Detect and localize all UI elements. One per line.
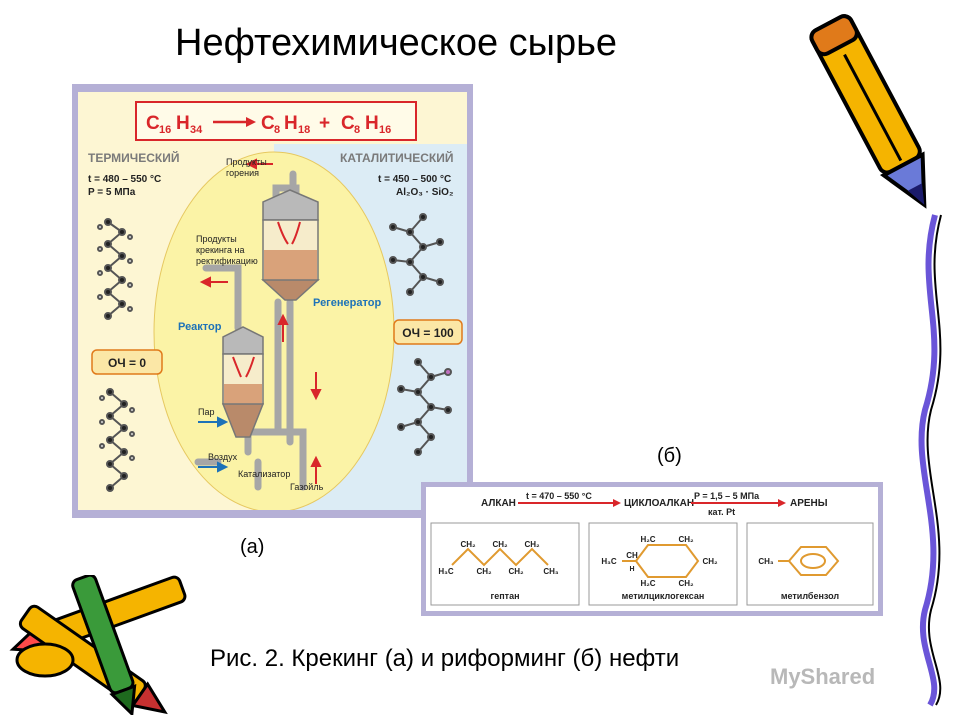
mch-sub-h: H	[629, 566, 634, 573]
pencils-icon-bottom-left	[9, 575, 187, 715]
eq-reactant-c: C	[146, 113, 160, 134]
heptane-bottom-2: CH₂	[476, 567, 492, 576]
thermal-temp: t = 480 – 550 °C	[88, 174, 161, 185]
eq-reactant-c-sub: 16	[159, 124, 171, 136]
toluene-name: метилбензол	[781, 591, 840, 601]
eq-product1-c: C	[261, 113, 275, 134]
mch-mid-right: CH₂	[702, 557, 718, 566]
label-products-1: Продукты	[196, 234, 237, 244]
toluene-ch3: CH₃	[758, 557, 774, 566]
heptane-bottom-4: CH₃	[543, 567, 559, 576]
label-catalyst: Катализатор	[238, 469, 290, 479]
label-combustion-1: Продукты	[226, 157, 267, 167]
watermark-text: MyShared	[770, 664, 876, 689]
label-reactor: Реактор	[178, 321, 222, 333]
eq-product2-h-sub: 16	[379, 124, 391, 136]
reform-arenes: АРЕНЫ	[790, 498, 828, 509]
mch-top-2: CH₂	[678, 535, 694, 544]
mch-bottom-2: CH₂	[678, 579, 694, 588]
eq-product1-h-sub: 18	[298, 124, 310, 136]
mch-name: метилциклогексан	[622, 591, 705, 601]
pencil-icon-top-right	[809, 14, 927, 209]
eq-product2-c-sub: 8	[354, 124, 360, 136]
eq-product1-c-sub: 8	[274, 124, 280, 136]
heptane-name: гептан	[490, 591, 519, 601]
molecule-branched-right-top	[389, 213, 444, 296]
thermal-octane: ОЧ = 0	[108, 356, 146, 370]
label-combustion-2: горения	[226, 168, 259, 178]
flow-arrows	[199, 158, 322, 484]
heptane-top-1: CH₂	[460, 540, 476, 549]
cracking-diagram-frame: C 16 H 34 C 8 H 18 + C 8 H 16 ТЕРМИЧЕСКИ…	[72, 84, 473, 518]
molecule-branched-right-bottom	[397, 358, 452, 456]
reform-step2-cat: кат. Pt	[708, 507, 735, 517]
mch-bottom-1: H₂C	[640, 579, 655, 588]
mch-mid-left-1: H₃C	[601, 557, 616, 566]
label-steam: Пар	[198, 407, 214, 417]
reform-step1: t = 470 – 550 °C	[526, 491, 592, 501]
eq-reactant-h-sub: 34	[190, 124, 203, 136]
eq-reactant-h: H	[176, 113, 190, 134]
label-b: (б)	[657, 445, 682, 467]
reform-step2: P = 1,5 – 5 МПа	[694, 491, 760, 501]
heptane-bottom-1: H₃C	[438, 567, 453, 576]
heptane-top-2: CH₂	[492, 540, 508, 549]
molecule-chain-left-bottom	[99, 388, 135, 492]
decorative-ribbon-line	[918, 214, 942, 707]
eq-plus: +	[319, 113, 330, 134]
catalytic-temp: t = 450 – 500 °C	[378, 174, 451, 185]
label-products-3: ректификацию	[196, 256, 258, 266]
reactor-vessel	[221, 326, 265, 438]
reforming-diagram: АЛКАН t = 470 – 550 °C ЦИКЛОАЛКАН P = 1,…	[426, 487, 878, 611]
catalytic-octane: ОЧ = 100	[402, 326, 454, 340]
reforming-diagram-frame: АЛКАН t = 470 – 550 °C ЦИКЛОАЛКАН P = 1,…	[421, 482, 883, 616]
cracking-equation: C 16 H 34 C 8 H 18 + C 8 H 16	[146, 113, 391, 136]
catalytic-catalyst: Al₂O₃ · SiO₂	[396, 187, 453, 198]
molecule-chain-left-top	[97, 218, 133, 320]
label-air: Воздух	[208, 452, 238, 462]
pipes	[194, 170, 307, 491]
mch-top-1: H₂C	[640, 535, 655, 544]
mch-mid-left-2: CH	[626, 551, 638, 560]
thermal-pressure: P = 5 МПа	[88, 187, 136, 198]
watermark: MyShared	[770, 664, 875, 690]
eq-product2-h: H	[365, 113, 379, 134]
catalytic-heading: КАТАЛИТИЧЕСКИЙ	[340, 150, 453, 165]
eq-product1-h: H	[284, 113, 298, 134]
heptane-top-3: CH₂	[524, 540, 540, 549]
label-gasoil: Газойль	[290, 482, 324, 492]
thermal-heading: ТЕРМИЧЕСКИЙ	[88, 150, 179, 165]
label-regenerator: Регенератор	[313, 297, 381, 309]
slide-title: Нефтехимическое сырье	[175, 22, 618, 64]
eq-product2-c: C	[341, 113, 355, 134]
heptane-chain	[451, 547, 549, 567]
reform-alkane: АЛКАН	[481, 498, 516, 509]
heptane-bottom-3: CH₂	[508, 567, 524, 576]
cracking-diagram: C 16 H 34 C 8 H 18 + C 8 H 16 ТЕРМИЧЕСКИ…	[78, 92, 467, 510]
reform-cycloalkane: ЦИКЛОАЛКАН	[624, 498, 694, 509]
label-products-2: крекинга на	[196, 245, 244, 255]
label-a: (а)	[240, 536, 265, 558]
figure-caption: Рис. 2. Крекинг (а) и риформинг (б) нефт…	[210, 645, 680, 672]
regenerator-vessel	[261, 189, 320, 301]
